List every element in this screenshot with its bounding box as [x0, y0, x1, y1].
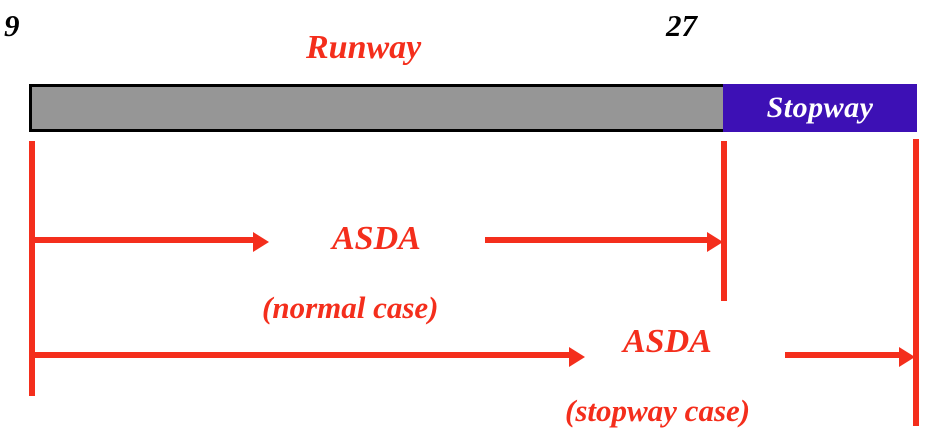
stopway-label: Stopway [766, 91, 874, 124]
runway-caption: Runway [306, 29, 422, 66]
asda-normal-title: ASDA [332, 220, 421, 257]
asda-stopway-arrow-right-head-icon [899, 347, 915, 367]
dimension-tick-runway-start [29, 141, 35, 396]
asda-stopway-arrow-right-line [785, 352, 900, 358]
asda-normal-subtitle: (normal case) [262, 290, 439, 325]
asda-stopway-arrow-left-head-icon [569, 347, 585, 367]
stopway-surface: Stopway [723, 84, 917, 132]
runway-threshold-label-27: 27 [666, 8, 697, 43]
dimension-tick-runway-end [721, 141, 727, 301]
asda-normal-arrow-right-line [485, 237, 708, 243]
runway-surface [29, 84, 723, 132]
runway-strip: Stopway [29, 84, 917, 132]
dimension-tick-stopway-end [913, 139, 919, 426]
asda-stopway-subtitle: (stopway case) [565, 393, 751, 428]
asda-stopway-title: ASDA [623, 323, 712, 360]
runway-threshold-label-9: 9 [4, 8, 20, 43]
asda-stopway-arrow-left-line [31, 352, 571, 358]
asda-normal-arrow-left-head-icon [253, 232, 269, 252]
asda-normal-arrow-right-head-icon [707, 232, 723, 252]
asda-normal-arrow-left-line [31, 237, 255, 243]
